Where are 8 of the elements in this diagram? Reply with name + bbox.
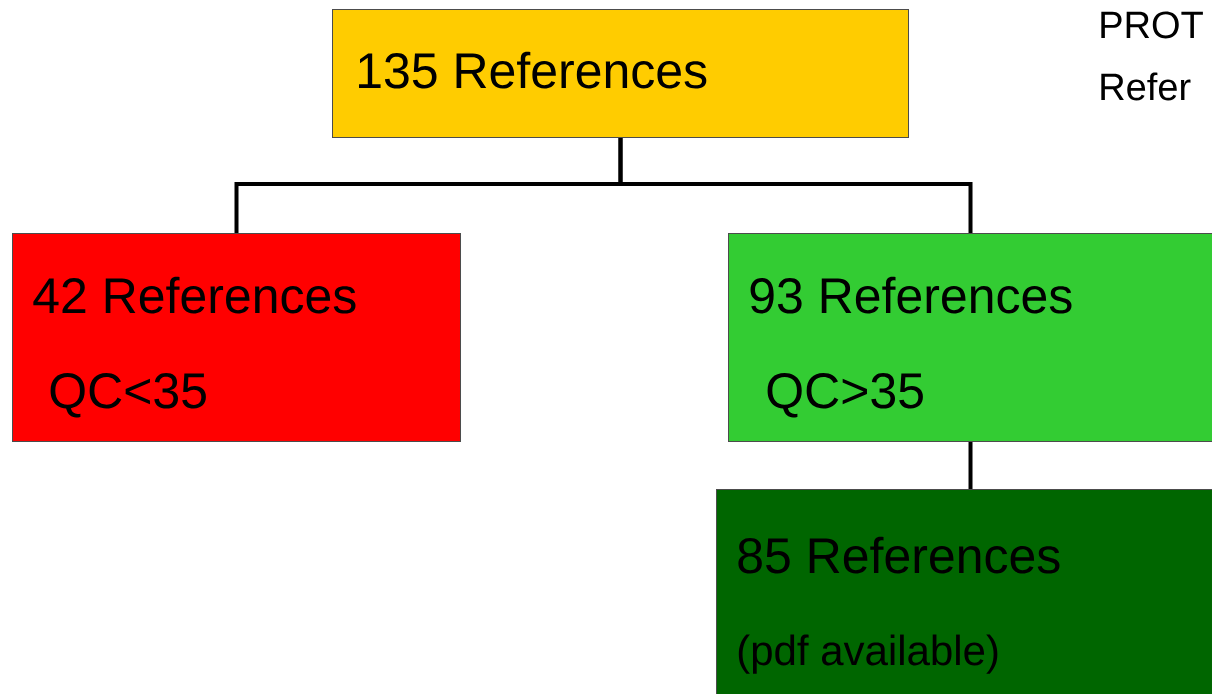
process-box: 42 References QC<35: [12, 233, 461, 442]
note-text: Refer: [1101, 72, 1191, 101]
process-box: 85 References (pdf available): [716, 489, 1212, 694]
process-box: 135 References: [332, 9, 909, 138]
connector-line: [618, 138, 973, 233]
process-box: 93 References QC>35: [728, 233, 1212, 442]
connector-line: [968, 442, 973, 489]
note-text: PROT: [1101, 11, 1203, 39]
